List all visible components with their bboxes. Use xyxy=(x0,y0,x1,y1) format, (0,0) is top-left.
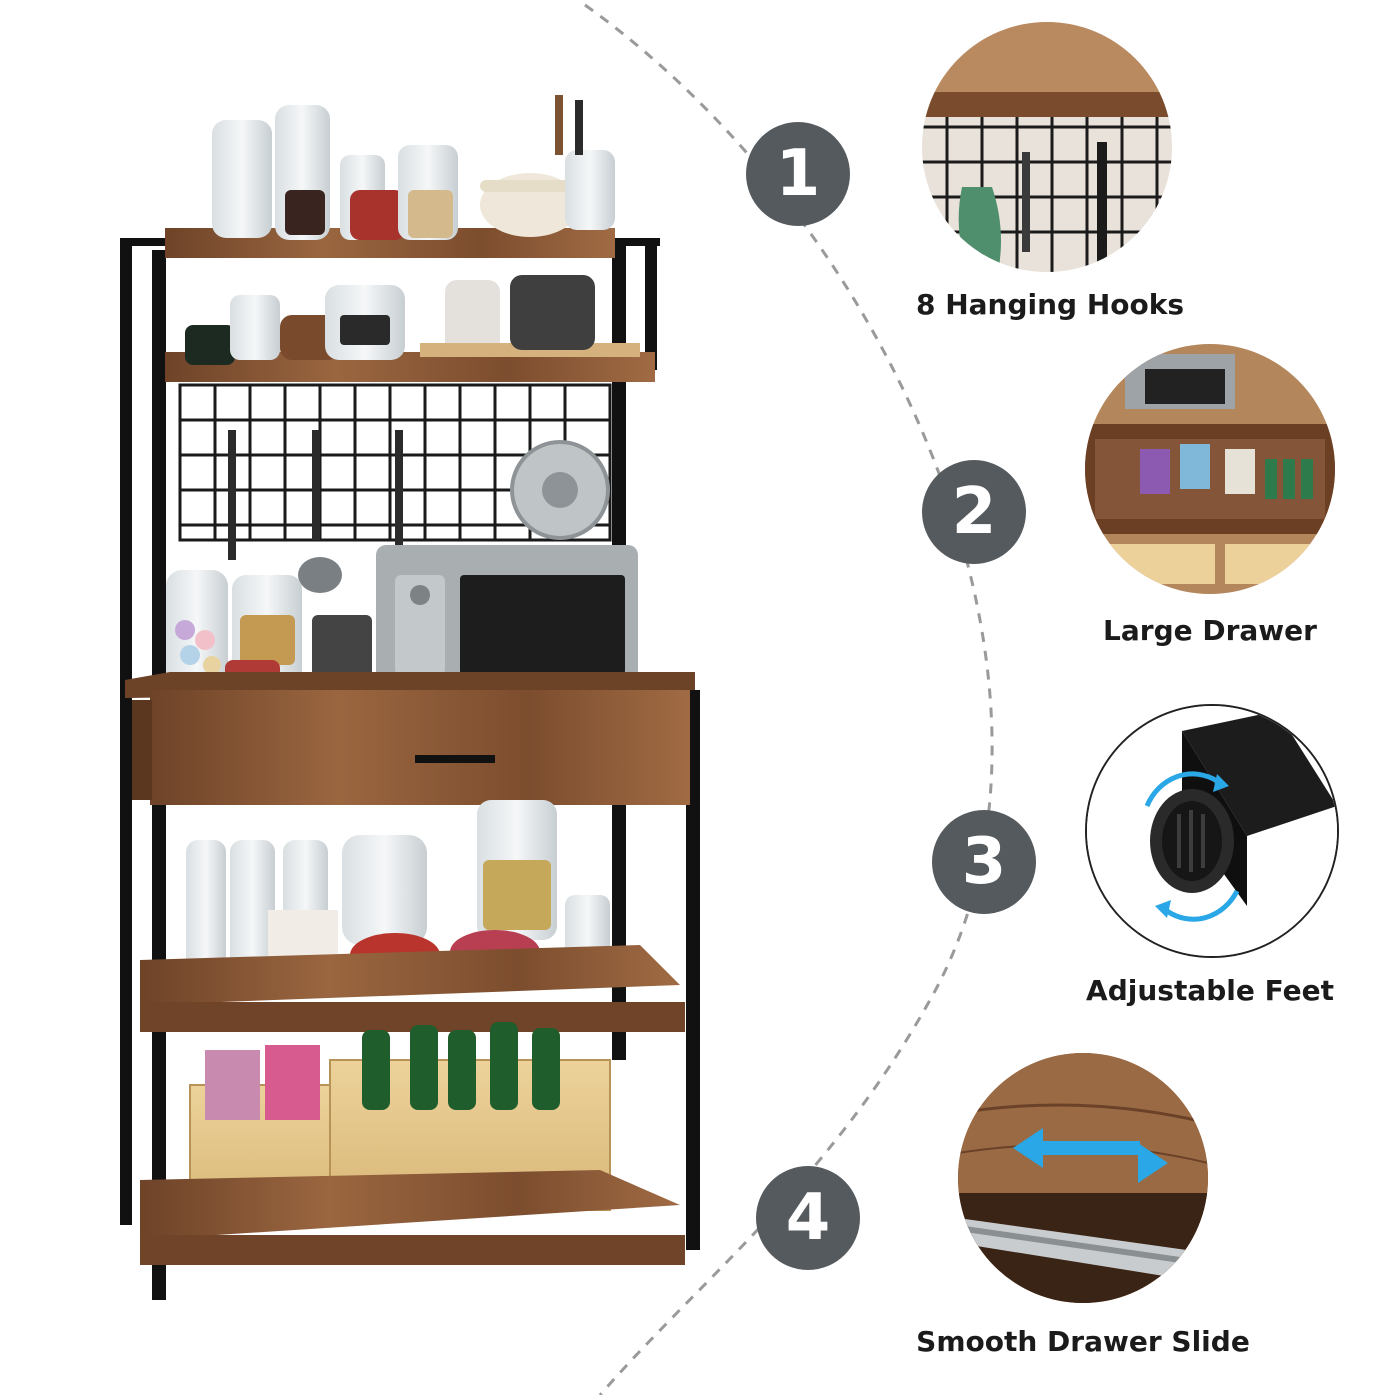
adjustable-foot-icon xyxy=(1085,704,1339,958)
drawer-icon xyxy=(1085,344,1335,594)
feature-number-badge: 1 xyxy=(746,122,850,226)
feature-number-badge: 2 xyxy=(922,460,1026,564)
feature-label: Large Drawer xyxy=(1103,614,1317,647)
feature-number-badge: 3 xyxy=(932,810,1036,914)
bottom-shelf xyxy=(140,1170,680,1240)
drawer-unit xyxy=(125,672,695,805)
feature-number: 2 xyxy=(951,475,997,549)
feature-number: 1 xyxy=(775,137,821,211)
hanging-utensils xyxy=(228,430,610,593)
feature-number: 3 xyxy=(961,825,1007,899)
toaster-oven xyxy=(376,545,638,693)
feature-label: Adjustable Feet xyxy=(1086,974,1334,1007)
drawer-slide-icon xyxy=(958,1053,1208,1303)
bottom-crates xyxy=(189,1022,611,1216)
counter-jars xyxy=(166,570,372,695)
top-shelf-jars xyxy=(212,95,615,240)
second-shelf-items xyxy=(185,275,640,365)
feature-number: 4 xyxy=(785,1181,831,1255)
feature-number-badge: 4 xyxy=(756,1166,860,1270)
feature-label: Smooth Drawer Slide xyxy=(916,1325,1250,1358)
hanging-hooks-icon xyxy=(922,22,1172,272)
third-shelf xyxy=(140,945,680,1005)
feature-label: 8 Hanging Hooks xyxy=(915,288,1185,321)
